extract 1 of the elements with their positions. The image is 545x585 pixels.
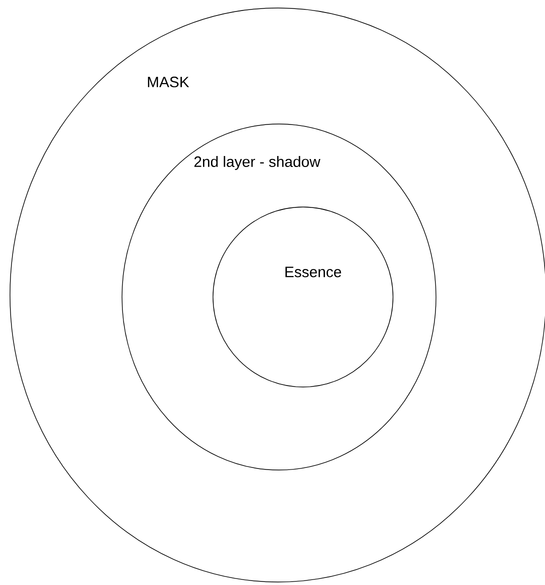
ellipse-ring: Essence — [212, 206, 394, 388]
